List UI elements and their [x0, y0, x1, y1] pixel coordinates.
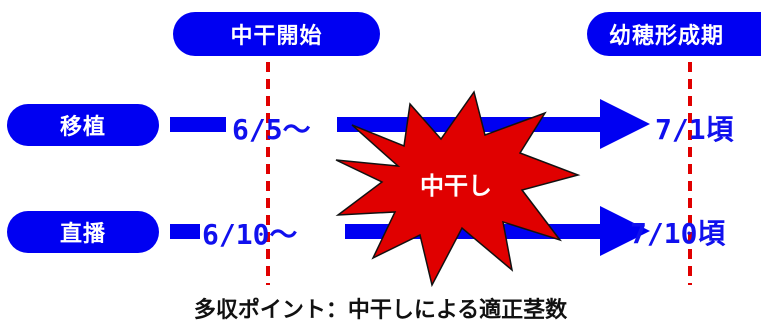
burst-shape — [335, 90, 581, 288]
row-label-direct-seeding: 直播 — [7, 211, 159, 253]
row1-arrow-head — [600, 99, 650, 149]
row2-end-date: 7/10頃 — [630, 217, 726, 250]
phase-pill-young-panicle-label: 幼穂形成期 — [609, 24, 725, 49]
row-label-direct-seeding-text: 直播 — [59, 222, 106, 247]
row2-arrow-lead — [170, 224, 200, 239]
burst-label: 中干し — [420, 172, 492, 200]
row1-end-date: 7/1頃 — [655, 113, 734, 146]
row1-arrow-lead — [170, 117, 226, 132]
row-label-transplant: 移植 — [7, 104, 159, 146]
phase-pill-mid-drying: 中干開始 — [173, 12, 380, 56]
row-label-transplant-text: 移植 — [59, 115, 106, 140]
phase-pill-mid-drying-label: 中干開始 — [230, 24, 323, 49]
phase-pill-young-panicle: 幼穂形成期 — [587, 12, 761, 56]
row2-start-date: 6/10〜 — [202, 218, 298, 251]
footer-note: 多収ポイント：中干しによる適正茎数 — [193, 298, 568, 323]
row2-arrow-head — [600, 206, 650, 256]
row1-start-date: 6/5〜 — [232, 113, 311, 146]
